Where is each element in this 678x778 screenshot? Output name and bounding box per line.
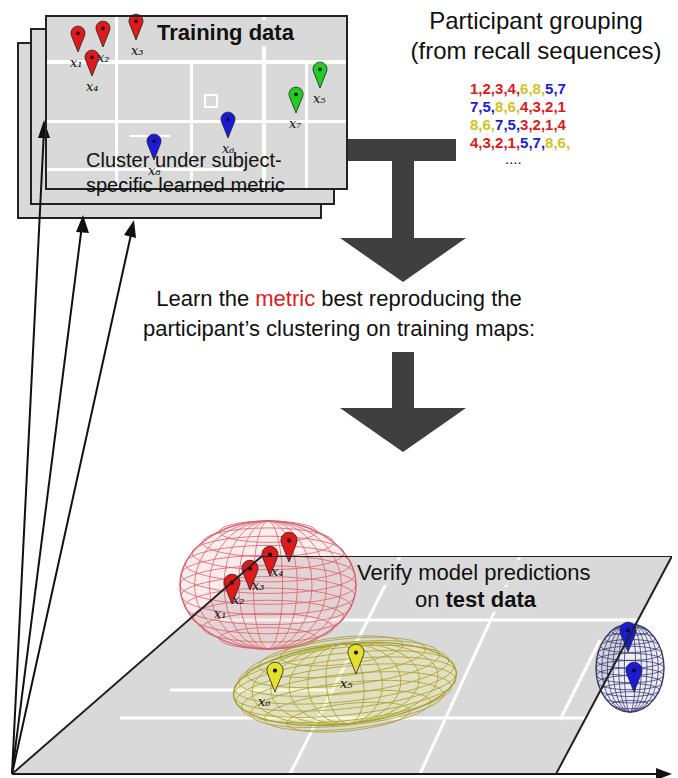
pin-label: x₅: [340, 676, 353, 691]
recall-sequence: 7,5,8,6,4,3,2,1: [470, 98, 566, 115]
pin-label: x₂: [97, 50, 110, 65]
caption-text: Verify model predictions: [357, 560, 591, 585]
step-line: Learn themetricbest reproducing the: [0, 284, 678, 314]
pin-label-text: x₁: [214, 606, 227, 621]
map-pin: [267, 662, 283, 692]
pin-label: x₁: [70, 55, 83, 70]
pin-label-text: x₁: [70, 55, 83, 70]
step-text: best reproducing the: [321, 286, 522, 311]
pin-label-text: x₆: [222, 141, 235, 156]
pin-label: x₅: [313, 91, 326, 106]
map-pin: [71, 26, 85, 52]
caption-text: on: [415, 587, 439, 612]
map-pin: [85, 50, 99, 76]
map-title: Training data: [155, 20, 296, 46]
caption-line: Verify model predictions: [357, 559, 591, 586]
pin-label: x₃: [131, 43, 144, 58]
pin-label-text: x₇: [289, 116, 302, 131]
test-map-outline: [12, 556, 672, 774]
pin-label-text: x₅: [313, 91, 326, 106]
heading-line: (from recall sequences): [400, 36, 672, 66]
recall-sequence: 1,2,3,4,6,8,5,7: [470, 80, 566, 97]
map-pin: [221, 112, 235, 138]
heading-line: Participant grouping: [400, 6, 672, 36]
step-text: Learn the: [156, 286, 249, 311]
map-pin: [289, 87, 303, 113]
axis-caption-text: Cluster under subject-specific learned m…: [86, 149, 285, 196]
pin-label: x₆: [222, 141, 235, 156]
caption-line: ontest data: [357, 586, 591, 613]
pin-label-text: x₃: [252, 578, 265, 593]
map-pin: [626, 662, 642, 692]
heading-text: Participant grouping: [429, 7, 642, 34]
recall-sequence: 4,3,2,1,5,7,8,6,: [470, 134, 570, 151]
map-pin: [129, 14, 143, 40]
pin-label-text: x₅: [340, 676, 353, 691]
step-line: participant’s clustering on training map…: [0, 314, 678, 344]
pin-label-text: x₃: [131, 43, 144, 58]
map-pin: [348, 644, 364, 674]
pin-label: x₃: [252, 578, 265, 593]
flow-arrow: [340, 352, 466, 452]
ellipsis: ....: [505, 150, 522, 167]
cluster-ellipsoid: [180, 521, 356, 649]
test-map: Verify model predictionsontest data: [12, 556, 672, 774]
grouping-heading: Participant grouping (from recall sequenc…: [400, 6, 672, 66]
pin-label: x₄: [271, 564, 284, 579]
map-pin: [281, 532, 297, 562]
pin-label: x₆: [258, 694, 271, 709]
pin-label-text: x₄: [271, 564, 284, 579]
map-pin: [96, 21, 110, 47]
ellipsis-text: ....: [505, 150, 522, 167]
pin-label-text: x₄: [86, 79, 99, 94]
axis-heads: [38, 120, 672, 778]
step-text: participant’s clustering on training map…: [143, 316, 535, 341]
heading-text: (from recall sequences): [411, 37, 662, 64]
pin-label: x₄: [86, 79, 99, 94]
map-pin: [313, 62, 327, 88]
axes: [12, 130, 660, 774]
step-keyword: metric: [255, 286, 315, 311]
pin-label: x₂: [232, 592, 245, 607]
test-caption: Verify model predictionsontest data: [357, 559, 591, 613]
axis-caption: Cluster under subject-specific learned m…: [86, 148, 301, 198]
recall-sequence: 8,6,7,5,3,2,1,4: [470, 116, 566, 133]
pin-label-text: x₆: [258, 694, 271, 709]
cluster-ellipsoid: [229, 626, 462, 743]
pin-label: x₇: [289, 116, 302, 131]
pin-label-text: x₂: [97, 50, 110, 65]
pin-label: x₈: [148, 163, 161, 178]
step-text: Learn themetricbest reproducing theparti…: [0, 284, 678, 344]
pin-label: x₁: [214, 606, 227, 621]
pin-label-text: x₂: [232, 592, 245, 607]
pin-label-text: x₈: [148, 163, 161, 178]
caption-emphasis: test data: [445, 587, 535, 612]
flow-arrow: [340, 139, 466, 282]
